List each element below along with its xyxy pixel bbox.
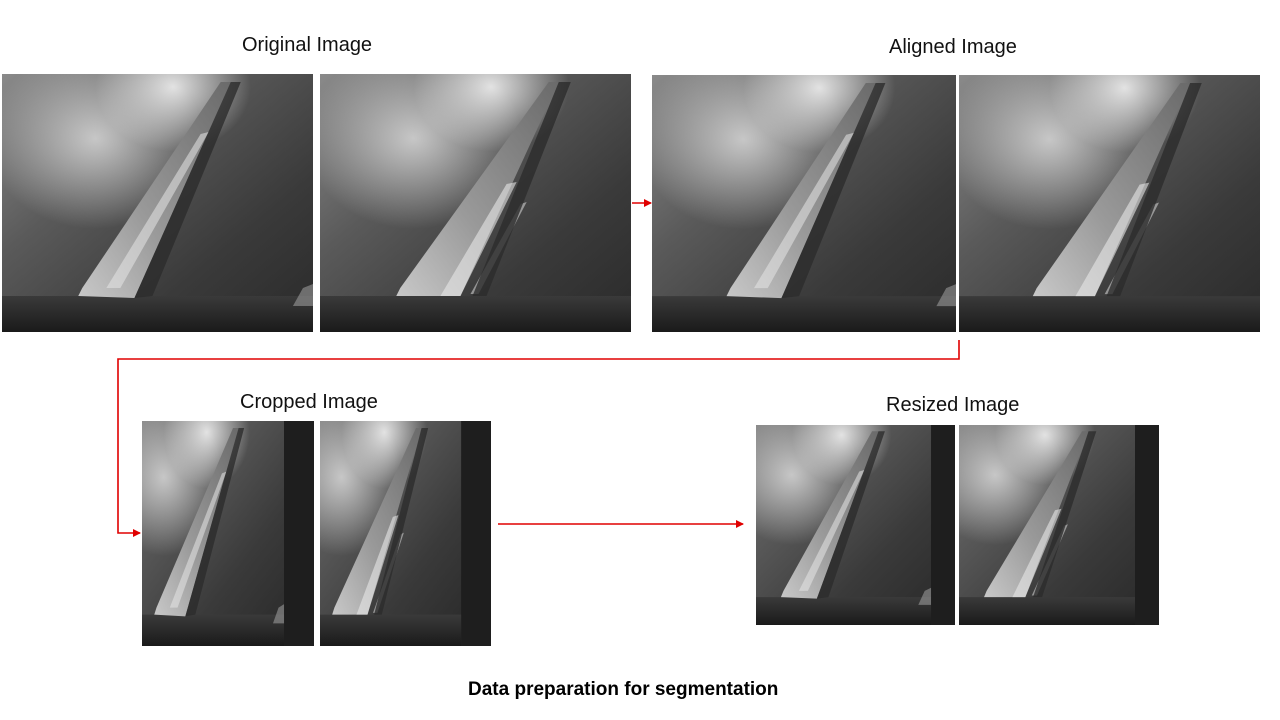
resized-image-left bbox=[756, 425, 955, 625]
resized-image-right bbox=[959, 425, 1159, 625]
figure-caption: Data preparation for segmentation bbox=[468, 679, 779, 700]
original-image-left bbox=[2, 74, 313, 332]
aligned-image-label: Aligned Image bbox=[889, 36, 1017, 58]
aligned-image-left bbox=[652, 75, 956, 332]
original-image-right bbox=[320, 74, 631, 332]
cropped-image-left bbox=[142, 421, 314, 646]
aligned-image-right bbox=[959, 75, 1260, 332]
resized-image-label: Resized Image bbox=[886, 394, 1020, 416]
cropped-image-right bbox=[320, 421, 491, 646]
cropped-image-label: Cropped Image bbox=[240, 391, 378, 413]
original-image-label: Original Image bbox=[242, 34, 373, 56]
